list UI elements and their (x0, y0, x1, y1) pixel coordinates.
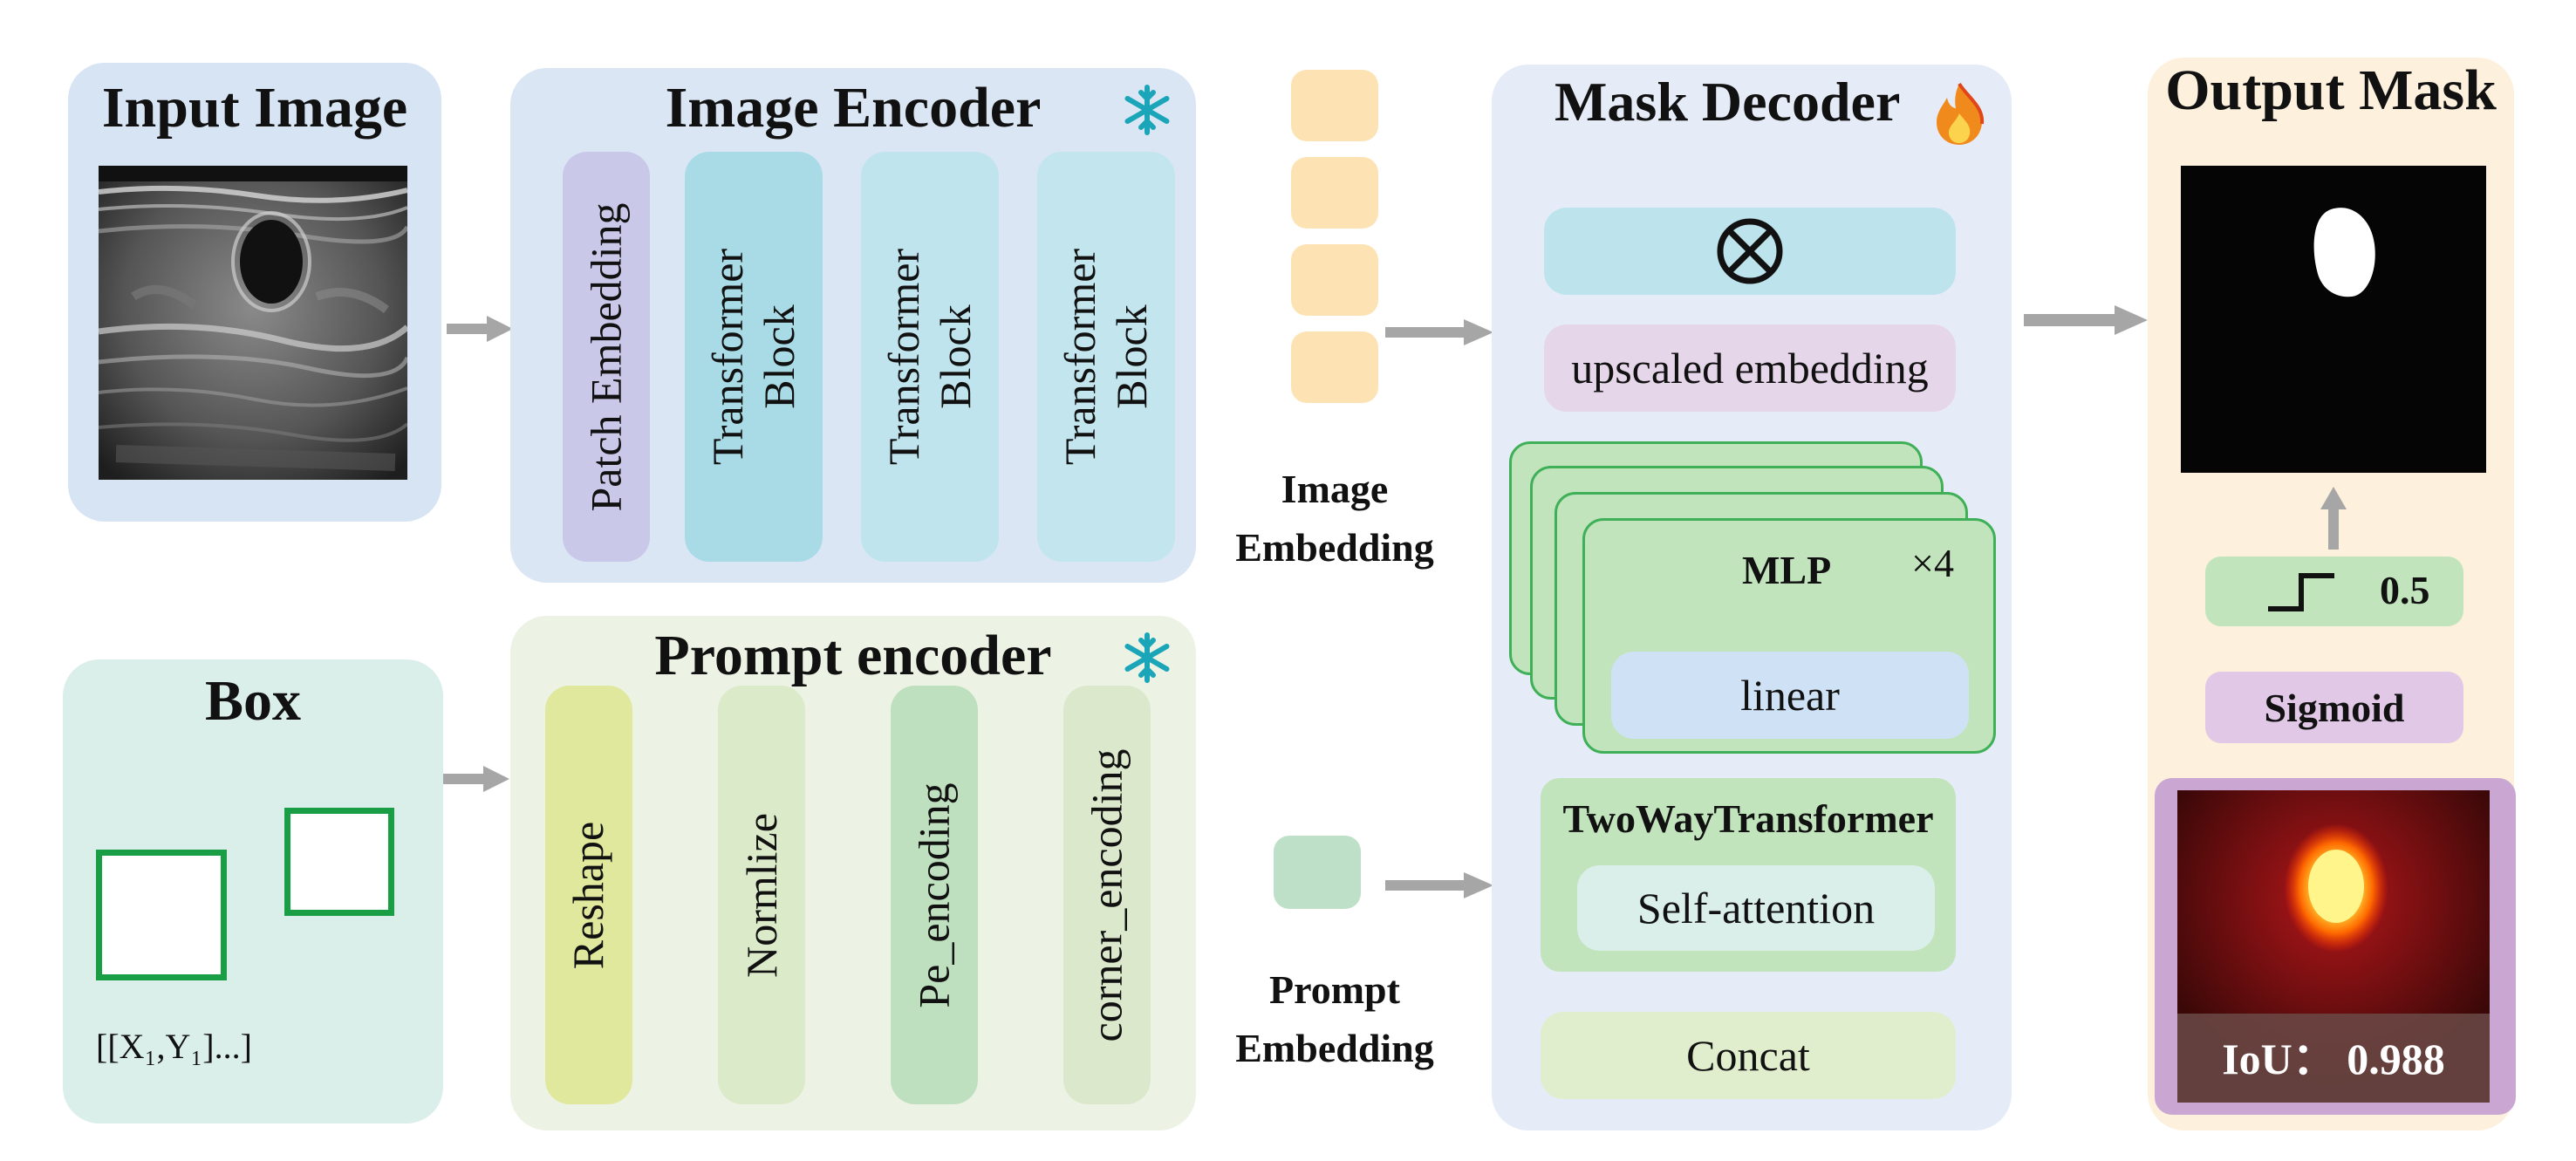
twoway-transformer-label: TwoWayTransformer (1562, 796, 1934, 841)
arrow-image-embedding-to-decoder (1385, 319, 1493, 345)
box-coordinates: [[X₁,Y₁]...] (96, 1027, 252, 1066)
output-mask-image (2181, 166, 2486, 473)
image-encoder-panel: Image Encoder Patch Embedding Transforme… (510, 68, 1196, 583)
bounding-box-small (284, 808, 394, 916)
image-embedding-token-2 (1291, 157, 1378, 229)
reshape-label: Reshape (564, 821, 613, 969)
arrow-decoder-to-output (2024, 305, 2148, 335)
sigmoid-block: Sigmoid (2205, 672, 2463, 743)
image-embedding-token-4 (1291, 331, 1378, 403)
input-image-title: Input Image (101, 76, 408, 140)
normlize-label: Normlize (736, 812, 786, 978)
transformer-block-2-label: Transformer Block (879, 248, 980, 466)
image-embedding-token-3 (1291, 244, 1378, 316)
mlp-label: MLP (1742, 548, 1832, 592)
upscaled-embedding-block: upscaled embedding (1544, 324, 1956, 412)
concat-block: Concat (1541, 1012, 1956, 1099)
prompt-encoder-title: Prompt encoder (654, 624, 1052, 687)
iou-score: IoU： 0.988 (2222, 1035, 2445, 1083)
output-mask-title: Output Mask (2165, 58, 2497, 122)
threshold-block: 0.5 (2205, 557, 2463, 626)
snowflake-icon (1124, 632, 1170, 683)
prompt-encoder-panel: Prompt encoder Reshape Normlize Pe_encod… (510, 616, 1196, 1130)
mlp-repeat-label: ×4 (1911, 541, 1954, 585)
step-function-icon (2268, 573, 2334, 611)
prompt-embedding-token (1274, 836, 1361, 909)
mask-decoder-panel: Mask Decoder upscaled embedding MLP ×4 l… (1492, 65, 2012, 1130)
bounding-box-large (96, 850, 227, 980)
pe-encoding-label: Pe_encoding (909, 782, 959, 1008)
ultrasound-texture (99, 166, 407, 480)
transformer-block-3: Transformer Block (1037, 152, 1175, 562)
arrow-prompt-embedding-to-decoder (1385, 872, 1493, 898)
segmented-region (2313, 208, 2375, 297)
linear-block: linear (1611, 652, 1969, 739)
patch-embedding-label: Patch Embedding (581, 201, 631, 512)
output-mask-panel: Output Mask 0.5 Sigmoid (2148, 58, 2516, 1130)
ultrasound-image (99, 166, 407, 480)
patch-embedding-block: Patch Embedding (563, 152, 650, 562)
mask-decoder-title: Mask Decoder (1554, 71, 1901, 133)
image-embedding-token-1 (1291, 70, 1378, 141)
flame-icon (1937, 82, 1985, 145)
box-panel: Box [[X₁,Y₁]...] (63, 659, 443, 1123)
otimes-icon (1717, 218, 1783, 284)
probability-heatmap: IoU： 0.988 (2177, 790, 2490, 1103)
self-attention-block: Self-attention (1577, 865, 1935, 951)
arrow-box-to-prompt-encoder (443, 766, 509, 792)
transformer-block-3-label: Transformer Block (1056, 248, 1156, 466)
transformer-block-1-label: Transformer Block (703, 248, 803, 466)
box-title: Box (204, 669, 302, 733)
image-encoder-title: Image Encoder (665, 76, 1042, 140)
corner-encoding-block: corner_encoding (1063, 686, 1151, 1104)
arrow-input-to-encoder (447, 316, 513, 342)
prompt-embedding-label: Prompt Embedding (1235, 967, 1434, 1070)
image-embedding-label: Image Embedding (1235, 467, 1434, 570)
threshold-value: 0.5 (2380, 568, 2430, 612)
heatmap-graphic (2177, 790, 2490, 1103)
reshape-block: Reshape (545, 686, 632, 1104)
arrow-threshold-to-mask (2320, 487, 2347, 550)
dot-product-block (1544, 208, 1956, 295)
corner-encoding-label: corner_encoding (1082, 748, 1131, 1041)
normlize-block: Normlize (718, 686, 805, 1104)
snowflake-icon (1124, 85, 1170, 135)
transformer-block-1: Transformer Block (685, 152, 823, 562)
mlp-card: MLP ×4 linear (1582, 518, 1996, 754)
probability-map-frame: IoU： 0.988 (2155, 778, 2516, 1115)
twoway-transformer-block: TwoWayTransformer Self-attention (1541, 778, 1956, 972)
transformer-block-2: Transformer Block (861, 152, 999, 562)
pe-encoding-block: Pe_encoding (891, 686, 978, 1104)
input-image-panel: Input Image (68, 63, 441, 522)
